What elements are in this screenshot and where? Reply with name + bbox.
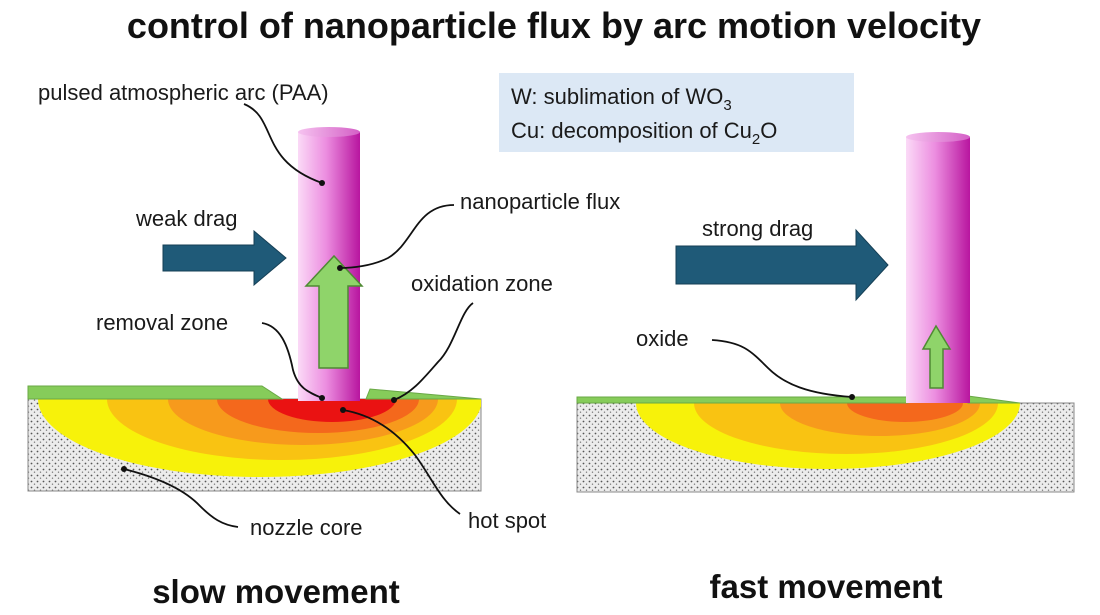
label-nozzle-core: nozzle core — [250, 515, 363, 540]
label-weak-drag: weak drag — [135, 206, 238, 231]
right-zone-orange-dark — [847, 403, 963, 422]
right-oxide-layer-left — [576, 396, 909, 404]
right-oxide-layer-right — [967, 395, 1021, 404]
leader-flux-dot — [337, 265, 343, 271]
info-box: W: sublimation of WO3 Cu: decomposition … — [499, 73, 854, 152]
label-paa: pulsed atmospheric arc (PAA) — [38, 80, 329, 105]
info-box-tungsten-line: W: sublimation of WO3 — [511, 84, 732, 114]
leader-oxide-dot — [849, 394, 855, 400]
left-drag-arrow — [162, 229, 287, 287]
leader-oxide — [711, 339, 853, 398]
caption-fast-movement: fast movement — [710, 568, 943, 605]
leader-core-dot — [121, 466, 127, 472]
info-box-copper-line: Cu: decomposition of Cu2O — [511, 118, 777, 148]
leader-flux — [339, 204, 455, 269]
right-panel: strong drag oxide fast movement — [576, 132, 1075, 605]
leader-paa-dot — [319, 180, 325, 186]
leader-removal-dot — [319, 395, 325, 401]
left-oxide-layer-right — [365, 388, 482, 400]
leader-paa — [243, 103, 323, 184]
left-panel: pulsed atmospheric arc (PAA) weak drag n… — [27, 80, 620, 610]
leader-core — [123, 468, 239, 528]
leader-removal — [261, 322, 323, 399]
leader-oxidation — [393, 302, 474, 401]
label-hot-spot: hot spot — [468, 508, 546, 533]
leader-hot-spot-dot — [340, 407, 346, 413]
info-box-line2-subscript: 2 — [752, 131, 760, 148]
label-oxide: oxide — [636, 326, 689, 351]
info-box-line2-suffix: O — [760, 118, 777, 143]
info-box-line1-subscript: 3 — [723, 97, 731, 114]
info-box-line2-text: Cu: decomposition of Cu — [511, 118, 752, 143]
right-heat-zones — [636, 403, 1020, 469]
label-oxidation-zone: oxidation zone — [411, 271, 553, 296]
left-flux-arrow — [304, 254, 364, 369]
info-box-line1-text: W: sublimation of WO — [511, 84, 723, 109]
label-strong-drag: strong drag — [702, 216, 813, 241]
right-drag-arrow — [675, 228, 889, 302]
left-oxide-layer-left — [27, 385, 284, 400]
right-flux-arrow — [921, 324, 952, 389]
label-removal-zone: removal zone — [96, 310, 228, 335]
leader-hot-spot — [342, 409, 461, 515]
leader-oxidation-dot — [391, 397, 397, 403]
caption-slow-movement: slow movement — [152, 573, 400, 610]
diagram-title: control of nanoparticle flux by arc moti… — [127, 5, 981, 46]
label-nanoparticle-flux: nanoparticle flux — [460, 189, 620, 214]
